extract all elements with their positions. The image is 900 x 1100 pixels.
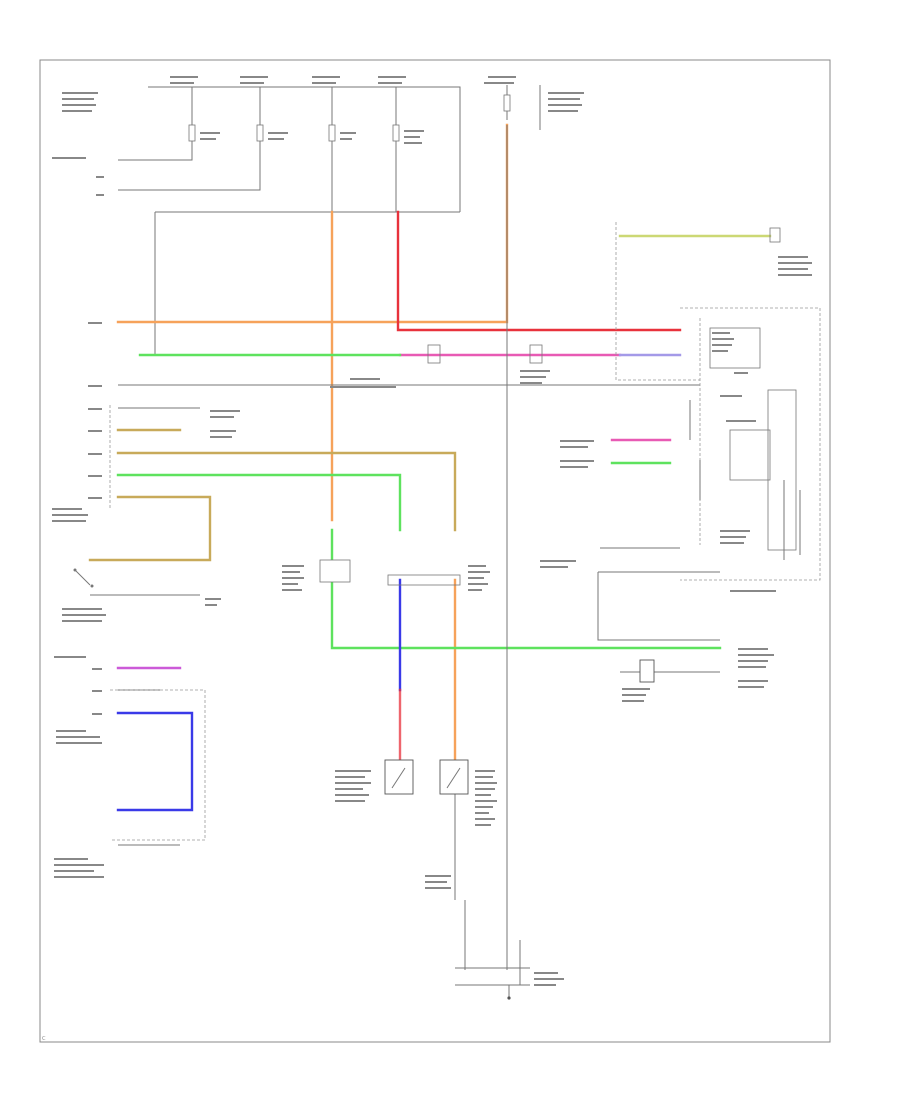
wire-pink xyxy=(116,438,672,762)
fuse-5 xyxy=(503,94,511,112)
fuse-1 xyxy=(188,124,196,142)
fuse-3 xyxy=(328,124,336,142)
label-marks xyxy=(52,256,812,986)
ground-symbol xyxy=(507,996,511,1000)
wire-orange xyxy=(116,123,509,772)
footer-label: C xyxy=(42,1036,46,1042)
module-outlines xyxy=(109,222,821,841)
wire-blue xyxy=(116,578,402,812)
diagram-frame xyxy=(39,59,831,1043)
seat-sensor xyxy=(319,559,351,583)
thin-wiring xyxy=(90,125,720,998)
indicator-lamp xyxy=(639,659,655,683)
switches xyxy=(73,227,781,795)
wire-red xyxy=(396,210,682,332)
combination-meter xyxy=(689,327,801,592)
fuse-2 xyxy=(256,124,264,142)
junction-module xyxy=(387,574,461,586)
fuse-4 xyxy=(392,124,400,142)
top-power-distribution xyxy=(52,76,584,356)
wire-tan xyxy=(88,428,457,562)
